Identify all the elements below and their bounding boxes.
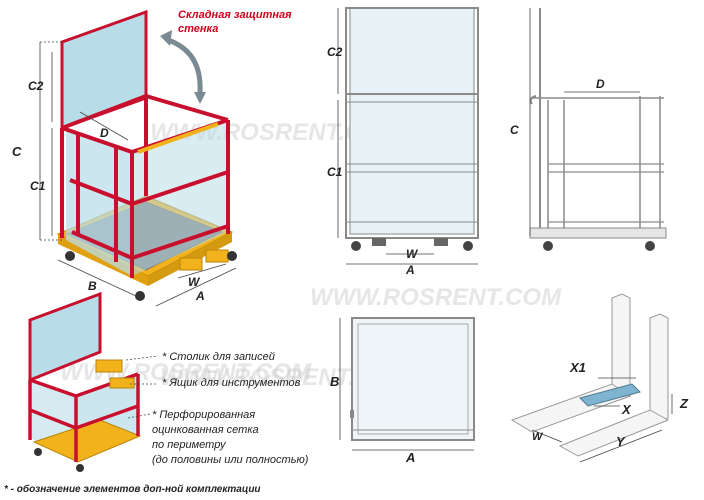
forks-label-y: Y [616, 434, 626, 449]
option-notes-table: * Столик для записей [162, 351, 275, 363]
options-view: * Столик для записей * Ящик для инструме… [28, 291, 309, 472]
option-mesh-line3: по периметру [152, 439, 227, 451]
option-mesh-line4: (до половины или полностью) [152, 454, 309, 466]
iso-label-a: A [195, 289, 205, 303]
footnote: * - обозначение элементов доп-ной компле… [4, 483, 261, 495]
side-label-d: D [596, 77, 605, 91]
option-mesh-line1: * Перфорированная [152, 409, 255, 421]
top-label-b: B [330, 374, 339, 389]
option-tool-box: * Ящик для инструментов [162, 377, 301, 389]
forks-label-x: X [621, 402, 632, 417]
top-label-a: A [405, 450, 415, 465]
side-view: D C [510, 8, 667, 251]
iso-label-w: W [188, 275, 201, 289]
forks-label-x1: X1 [569, 360, 586, 375]
front-view: C2 C1 W A [327, 7, 479, 277]
forks-label-z: Z [679, 396, 689, 411]
callout-folding-wall-line2: стенка [178, 23, 218, 35]
front-label-a: A [405, 263, 415, 277]
watermark-2: WWW.ROSRENT.COM [310, 284, 562, 311]
iso-label-d: D [100, 126, 109, 140]
side-label-c: C [510, 123, 519, 137]
callout-folding-wall-line1: Складная защитная [178, 9, 292, 21]
forks-view: X1 X Z W Y [510, 293, 689, 463]
forks-label-w: W [532, 431, 544, 443]
iso-label-b: B [88, 279, 97, 293]
iso-label-c2: C2 [28, 79, 44, 93]
iso-label-c1: C1 [30, 179, 46, 193]
option-mesh-line2: оцинкованная сетка [152, 424, 259, 436]
iso-label-c: C [12, 144, 22, 159]
top-view: B A [330, 317, 475, 465]
iso-view: C C2 C1 D B W A Складная защитная стенка [12, 9, 292, 307]
front-label-c1: C1 [327, 165, 343, 179]
front-label-c2: C2 [327, 45, 343, 59]
front-label-w: W [406, 247, 419, 261]
